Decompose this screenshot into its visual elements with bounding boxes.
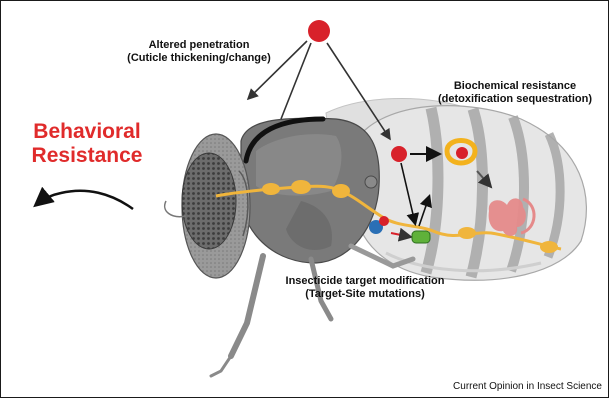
insecticide-dot bbox=[308, 20, 330, 42]
target-line1: Insecticide target modification bbox=[272, 275, 458, 288]
head bbox=[165, 134, 250, 278]
biochemical-resistance-label: Biochemical resistance (detoxification s… bbox=[425, 80, 605, 106]
biochemical-line2: (detoxification sequestration) bbox=[425, 93, 605, 106]
legs bbox=[211, 246, 413, 376]
target-line2: (Target-Site mutations) bbox=[272, 288, 458, 301]
behavioral-line2: Resistance bbox=[23, 144, 151, 168]
penetration-line1: Altered penetration bbox=[119, 39, 279, 52]
penetration-line2: (Cuticle thickening/change) bbox=[119, 52, 279, 65]
journal-footer: Current Opinion in Insect Science bbox=[453, 381, 602, 392]
behavioral-resistance-label: Behavioral Resistance bbox=[23, 120, 151, 168]
escape-arrow bbox=[37, 191, 133, 209]
abdomen bbox=[356, 106, 586, 281]
altered-penetration-label: Altered penetration (Cuticle thickening/… bbox=[119, 39, 279, 65]
behavioral-line1: Behavioral bbox=[23, 120, 151, 144]
compound-eye bbox=[182, 153, 236, 249]
absorbed-insecticide-dot bbox=[391, 146, 407, 162]
biochemical-line1: Biochemical resistance bbox=[425, 80, 605, 93]
target-modification-label: Insecticide target modification (Target-… bbox=[272, 275, 458, 301]
